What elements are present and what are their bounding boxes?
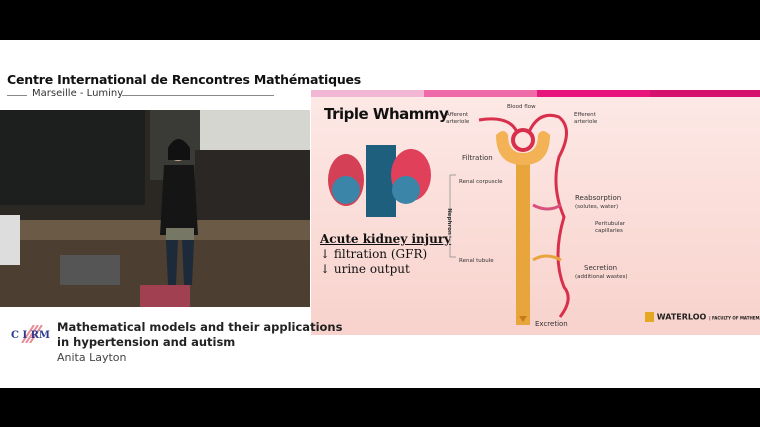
bullet: ↓ filtration (GFR) [320,247,428,261]
acute-kidney-injury-text: Acute kidney injury ↓ filtration (GFR) ↓… [320,232,451,277]
label-filtration: Filtration [462,154,493,162]
svg-text:C I RM: C I RM [11,330,50,341]
kidney-illustration [328,145,431,217]
label-peritubular: Peritubular capillaries [595,221,626,234]
talk-title-line1: Mathematical models and their applicatio… [57,320,343,334]
lecture-hall-scene [0,110,310,307]
presentation-slide: Triple Whammy Acute kidney injury ↓ filt… [311,90,760,335]
waterloo-logo: WATERLOO | FACULTY OF MATHEMATICS [645,312,760,322]
label-nephron: Nephron [445,208,452,235]
label-afferent-arteriole: Afferent arteriole [446,112,470,125]
speaker-video [0,110,310,307]
bullet: ↓ urine output [320,262,410,276]
location: Marseille - Luminy [32,88,124,99]
label-renal-tubule: Renal tubule [459,258,494,264]
organization-name: Centre International de Rencontres Mathé… [7,72,362,87]
nephron-diagram [449,113,570,325]
label-efferent-arteriole: Efferent arteriole [574,112,598,125]
talk-title: Mathematical models and their applicatio… [57,320,342,350]
slide-title: Triple Whammy [324,105,449,123]
label-secretion: Secretion [584,264,618,272]
label-reabsorption-sub: (solutes, water) [575,204,619,210]
label-excretion: Excretion [535,320,568,328]
speaker-name: Anita Layton [57,351,127,364]
label-secretion-sub: (additional wastes) [575,274,628,280]
label-blood-flow: Blood flow [507,104,536,110]
aki-heading: Acute kidney injury [320,232,452,246]
talk-title-line2: in hypertension and autism [57,335,236,349]
cirm-logo: C I RM [11,325,50,343]
label-reabsorption: Reabsorption [575,194,622,202]
label-renal-corpuscle: Renal corpuscle [459,179,503,185]
location-line: Marseille - Luminy [0,88,275,102]
